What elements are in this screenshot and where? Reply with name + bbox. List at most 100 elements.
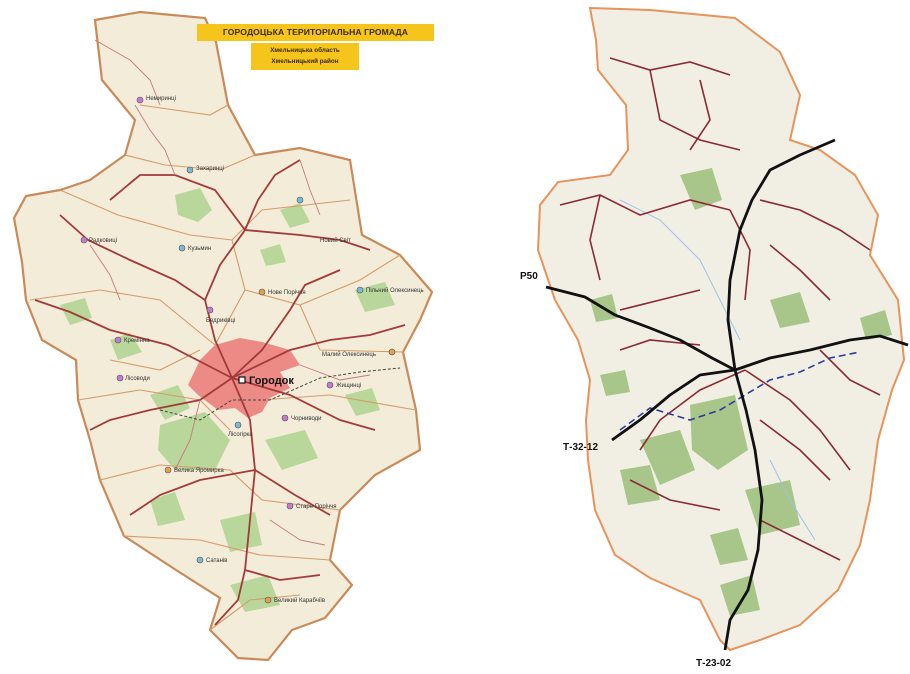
district-border (77, 389, 231, 431)
settlement-marker (258, 288, 266, 296)
settlement-label: Чорниводи (291, 416, 322, 422)
regional-road (559, 194, 731, 216)
right-forest-areas (590, 168, 892, 616)
road (231, 324, 406, 379)
settlement-label: Великий Карабчіїв (274, 597, 325, 604)
forest-area (640, 430, 695, 485)
regional-road (744, 369, 851, 471)
forest-area (355, 282, 395, 312)
local-road (299, 364, 371, 381)
settlement-label: Немиринці (146, 96, 176, 102)
forest-area (220, 512, 262, 552)
forest-area (600, 370, 630, 396)
local-road (134, 104, 176, 176)
highway-t-32-12 (611, 368, 736, 442)
road (244, 229, 371, 251)
settlement-label: Бедриківці (206, 318, 235, 324)
district-border (139, 104, 229, 116)
district-border (231, 199, 351, 241)
district-border (29, 289, 216, 346)
railway-line (619, 351, 861, 431)
district-border (124, 154, 256, 171)
settlement-marker (178, 244, 186, 252)
regional-road (759, 519, 841, 561)
regional-road (629, 479, 721, 511)
settlement-label: Нове Поріччя (268, 290, 306, 296)
district-border (259, 394, 417, 411)
settlement-marker (80, 236, 88, 244)
settlement-label: Радковиці (89, 238, 117, 244)
settlement-label: Сатанів (206, 558, 227, 564)
gorodok-marker (238, 376, 246, 384)
forest-area (710, 528, 748, 565)
regional-road (589, 194, 601, 281)
settlement-marker (136, 96, 144, 104)
forest-area (158, 412, 230, 470)
settlement-label: Малий Олексинець (322, 351, 376, 358)
road (231, 377, 376, 431)
local-road (299, 159, 321, 216)
right-map (536, 6, 909, 652)
forest-area (770, 292, 810, 328)
regional-road (649, 69, 741, 151)
river (769, 459, 816, 541)
title-banner: ГОРОДОЦЬКА ТЕРИТОРІАЛЬНА ГРОМАДА Хмельни… (197, 24, 434, 70)
settlement-marker (206, 306, 214, 314)
road-label-p50: Р50 (520, 271, 538, 282)
road (204, 159, 301, 379)
forest-area (745, 480, 800, 535)
forest-area (175, 188, 212, 222)
road-label-t-23-02: Т-23-02 (696, 658, 732, 669)
road (129, 469, 256, 516)
banner-subtitle-raion: Хмельницький район (271, 58, 339, 65)
regional-road (759, 199, 871, 251)
road (231, 269, 341, 379)
local-road (94, 39, 161, 106)
district-border (59, 189, 233, 241)
highway-p50 (545, 285, 909, 372)
settlement-label: Кремінна (124, 338, 150, 344)
forest-area (280, 203, 310, 228)
district-border (299, 304, 404, 353)
forest-area (690, 395, 748, 470)
settlement-marker (164, 466, 172, 474)
settlement-label: Велика Яромирка (174, 468, 224, 474)
settlement-labels: Немиринці Захаринці Новий Світ Радковиці… (89, 96, 424, 604)
road (244, 569, 321, 581)
settlement-marker (234, 421, 242, 429)
regional-road (639, 369, 746, 451)
settlement-marker (281, 414, 289, 422)
left-map: Немиринці Захаринці Новий Світ Радковиці… (12, 10, 434, 662)
district-border (244, 254, 401, 306)
district-border (109, 349, 201, 371)
road (34, 299, 233, 379)
forest-area (260, 244, 286, 266)
settlement-marker (286, 502, 294, 510)
settlement-label: Лісоводи (125, 376, 150, 382)
settlement-label: Кузьмин (188, 246, 211, 252)
settlement-marker (196, 556, 204, 564)
local-road (89, 244, 121, 301)
forest-area (860, 310, 892, 340)
settlement-label: Лісогірка (228, 432, 253, 438)
settlement-label: Жищинці (336, 383, 361, 389)
settlement-marker (388, 348, 396, 356)
highways (545, 138, 909, 651)
settlement-marker (114, 336, 122, 344)
settlement-marker (326, 381, 334, 389)
settlement-label: Захаринці (196, 166, 224, 172)
banner-title: ГОРОДОЦЬКА ТЕРИТОРІАЛЬНА ГРОМАДА (197, 24, 434, 41)
road (89, 377, 233, 431)
regional-road (609, 57, 731, 76)
settlement-marker (296, 196, 304, 204)
regional-road (759, 419, 831, 481)
road (214, 377, 256, 626)
left-roads (34, 159, 406, 626)
regional-road (819, 349, 881, 396)
railway (159, 367, 401, 421)
district-border (209, 594, 301, 631)
left-local-roads (89, 39, 371, 546)
settlement-marker (264, 596, 272, 604)
district-borders (29, 104, 417, 631)
